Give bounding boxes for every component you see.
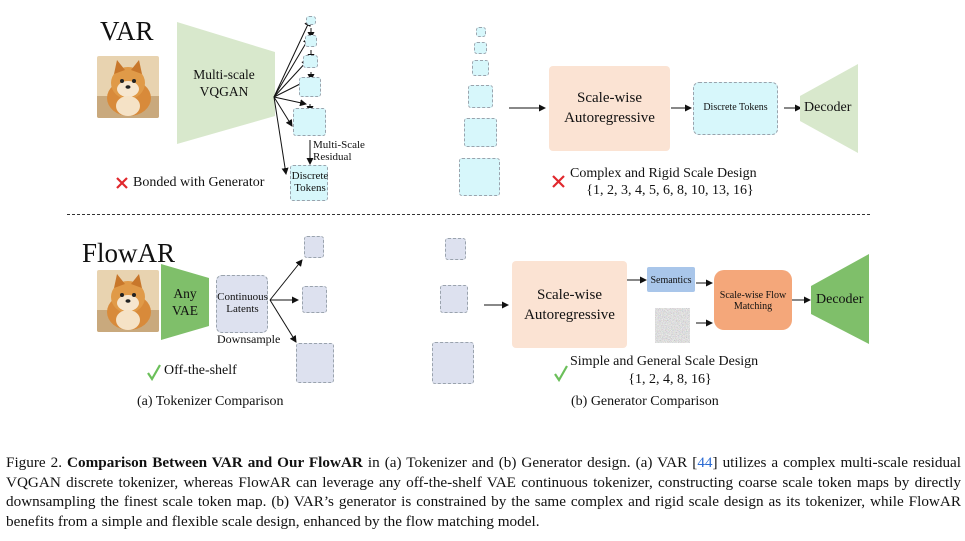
caption-ref[interactable]: 44 [697,454,713,471]
var-decoder-label: Decoder [804,100,852,115]
check-icon [553,364,569,387]
var-decoder-shape [800,64,858,153]
var-title: VAR [100,16,154,46]
figure-caption: Figure 2. Comparison Between VAR and Our… [6,453,961,531]
caption-part2: ] utilizes a complex multi-scale residua… [6,454,962,530]
gen-token-3 [472,60,489,76]
vqgan-encoder-label: Multi-scale VQGAN [193,67,255,99]
subcaption-a: (a) Tokenizer Comparison [137,394,284,409]
flowar-title: FlowAR [82,238,176,268]
flow-matching-box [714,270,792,330]
gen-latent-3 [432,342,474,384]
cross-icon [551,174,566,194]
flowar-scale-values: {1, 2, 4, 8, 16} [628,372,712,387]
offshelf-note: Off-the-shelf [164,363,237,378]
bottom-flow-arrows [484,276,811,327]
continuous-latents-box [216,275,268,333]
scale-token-6 [290,165,328,201]
cross-icon [115,176,129,195]
scale-token-2 [305,35,317,47]
flowar-decoder-shape [811,254,869,344]
gen-token-5 [464,118,497,147]
gen-token-2 [474,42,487,54]
var-generator-label: Scale-wise Autoregressive [564,90,655,126]
discrete-token-box [693,82,778,135]
var-scale-values: {1, 2, 3, 4, 5, 6, 8, 10, 13, 16} [586,183,754,198]
vae-encoder-shape [161,264,209,340]
bonded-note: Bonded with Generator [133,175,265,190]
continuous-latents-label: Continuous Latents [217,291,268,315]
vqgan-encoder-shape [177,22,275,144]
check-icon [146,363,162,386]
downsample-label: Downsample [217,332,281,346]
downsample-arrows [269,259,303,343]
semantics-label: Semantics [650,275,692,286]
subcaption-b: (b) Generator Comparison [571,394,719,409]
latent-scale-2 [302,286,327,313]
discrete-tokens-label: Discrete Tokens [291,170,329,194]
caption-part1: in (a) Tokenizer and (b) Generator desig… [362,454,698,471]
gen-latent-2 [440,285,468,313]
caption-bold: Comparison Between VAR and Our FlowAR [67,454,363,471]
latent-scale-1 [304,236,324,258]
scale-token-3 [303,55,318,68]
flowar-decoder-label: Decoder [816,292,864,307]
caption-prefix: Figure 2. [6,454,63,471]
flowar-generator-label: Scale-wise Autoregressive [524,287,615,323]
var-scale-note: Complex and Rigid Scale Design [570,166,757,181]
top-flow-arrows [509,104,802,112]
flowar-scale-note: Simple and General Scale Design [570,354,759,369]
dog-image-icon [97,56,159,118]
multiscale-residual-label: Multi-Scale Residual [313,139,365,163]
noise-image-icon [655,308,690,343]
var-generator-box [549,66,670,151]
semantics-box [647,267,695,292]
flow-matching-label: Scale-wise Flow Matching [719,290,787,312]
gen-token-1 [476,27,486,37]
dog-image-icon [97,270,159,332]
gen-token-6 [459,158,500,196]
section-divider [67,214,870,215]
scale-token-4 [299,77,321,97]
gen-token-4 [468,85,493,108]
latent-scale-3 [296,343,334,383]
scale-token-1 [306,16,316,25]
discrete-token-box-label: Discrete Tokens [703,102,768,113]
gen-latent-1 [445,238,466,260]
flowar-generator-box [512,261,627,348]
scale-token-5 [293,108,326,136]
vae-encoder-label: Any VAE [171,286,198,318]
